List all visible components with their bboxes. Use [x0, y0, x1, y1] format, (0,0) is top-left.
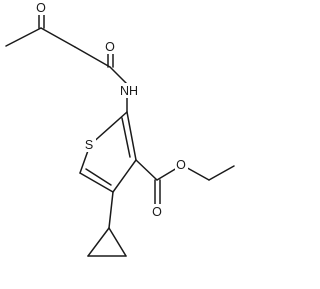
- bond-c2-s: [89, 111, 128, 146]
- atom-o-carbonyl: O: [151, 204, 164, 219]
- svg-text:O: O: [176, 158, 186, 172]
- bond-ethyl: [208, 165, 235, 181]
- bond-c3-c2-inner: [121, 117, 131, 158]
- atom-o-amide: O: [104, 39, 117, 54]
- bond-amide-nh: [109, 66, 128, 85]
- atom-nh: NH: [117, 83, 141, 98]
- bond-ch2-amide: [74, 46, 111, 68]
- bond-c5-c4-inner: [85, 168, 112, 186]
- bond-c3-ester: [135, 159, 158, 181]
- svg-text:O: O: [152, 205, 162, 219]
- bond-c3-c2: [126, 111, 137, 161]
- bond-ketone-ch2: [40, 27, 76, 48]
- bond-c4-cyclopropyl: [108, 191, 114, 229]
- bond-cyclopropyl-1: [87, 227, 110, 257]
- atom-labels: O O NH S O O: [34, 0, 188, 219]
- atom-o-ketone: O: [34, 0, 47, 15]
- bond-c4-c3: [112, 159, 137, 193]
- bond-c5-c4: [79, 172, 114, 193]
- chemical-structure: O O NH S O O: [5, 0, 235, 257]
- svg-text:O: O: [36, 1, 46, 15]
- atom-s: S: [83, 137, 96, 152]
- svg-text:O: O: [105, 40, 115, 54]
- svg-text:S: S: [85, 138, 93, 152]
- svg-text:NH: NH: [120, 84, 138, 98]
- bond-methyl-ketone: [5, 27, 42, 47]
- bond-cyclopropyl-2: [108, 227, 127, 257]
- atom-o-ester: O: [175, 157, 188, 172]
- bond-lines: [5, 9, 235, 257]
